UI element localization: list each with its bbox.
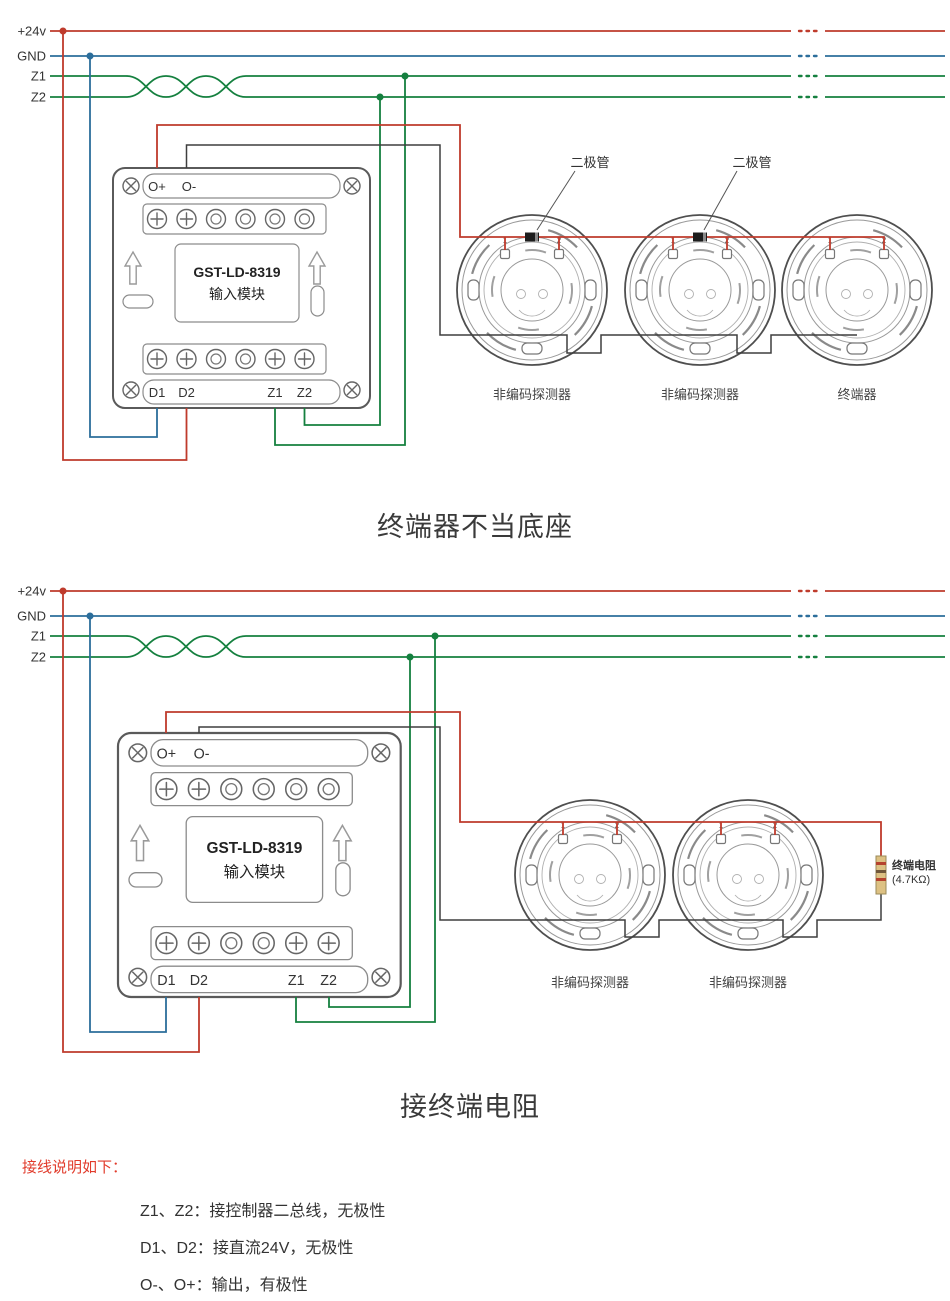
wire-gnd-to-d1: [89, 56, 158, 438]
bus-label-gnd: GND: [17, 609, 46, 624]
detector-label: 非编码探测器: [661, 387, 739, 402]
notes-heading: 接线说明如下：: [22, 1159, 127, 1176]
detector-label: 非编码探测器: [551, 975, 629, 990]
bus-line-z2-twisted: [50, 635, 945, 658]
bus-label-z2: Z2: [31, 650, 46, 665]
resistor-value-label: (4.7KΩ): [892, 874, 930, 886]
input-module-1: [113, 168, 370, 408]
junction-dot: [401, 72, 409, 80]
wire-output-plus-loop: [165, 711, 882, 856]
wire-detector-stubs: [562, 822, 776, 835]
junction-dot: [59, 587, 67, 595]
wire-output-minus-loop: [198, 726, 882, 938]
resistor-band: [876, 862, 886, 865]
wire-output-minus-loop: [185, 144, 857, 354]
wire-z1-to-module: [295, 636, 436, 1023]
bus-label-z1: Z1: [31, 69, 46, 84]
junction-dot: [431, 632, 439, 640]
junction-dot: [376, 93, 384, 101]
wire-24v-to-d2: [62, 591, 200, 1053]
diagram-terminal-resistor: +24v GND Z1 Z2: [17, 584, 945, 1122]
diode-callout-line: [703, 170, 738, 231]
junction-dot: [86, 612, 94, 620]
junction-dot: [406, 653, 414, 661]
diagram2-caption: 接终端电阻: [400, 1092, 540, 1122]
wire-z1-to-module: [274, 76, 406, 446]
diode-2: [693, 232, 707, 242]
input-module-2: [118, 733, 401, 997]
resistor-name-label: 终端电阻: [892, 858, 936, 872]
terminal-resistor: 终端电阻 (4.7KΩ): [875, 855, 936, 895]
junction-dot: [86, 52, 94, 60]
bus-label-z1: Z1: [31, 629, 46, 644]
wire-gnd-to-d1: [89, 616, 167, 1033]
resistor-body: [875, 855, 887, 895]
bus-line-z1-twisted: [50, 635, 945, 658]
wire-output-plus-loop: [156, 124, 885, 250]
bus-line-z2-twisted: [50, 75, 945, 98]
bus-label-24v: +24v: [17, 24, 46, 39]
diagram1-caption: 终端器不当底座: [377, 512, 573, 542]
wiring-notes: 接线说明如下： Z1、Z2：接控制器二总线，无极性 D1、D2：接直流24V，无…: [22, 1159, 385, 1294]
diagram-terminal-not-base: +24v GND Z1 Z2: [17, 24, 945, 542]
detector-label: 终端器: [837, 387, 876, 402]
wire-z2-to-module: [328, 657, 411, 1008]
diode-label-1: 二极管: [570, 155, 609, 170]
diode-1: [525, 232, 539, 242]
wire-z2-to-module: [303, 97, 381, 426]
bus-label-z2: Z2: [31, 90, 46, 105]
detector-label: 非编码探测器: [709, 975, 787, 990]
note-item-o: O-、O+：输出，有极性: [140, 1276, 308, 1294]
junction-dot: [59, 27, 67, 35]
wire-24v-to-d2: [62, 31, 188, 461]
detector-label: 非编码探测器: [493, 387, 571, 402]
resistor-band: [876, 878, 886, 881]
bus-line-z1-twisted: [50, 75, 945, 98]
wire-detector-stubs: [504, 237, 831, 250]
note-item-d: D1、D2：接直流24V，无极性: [140, 1239, 353, 1257]
bus-label-24v: +24v: [17, 584, 46, 599]
resistor-band: [876, 870, 886, 873]
note-item-z: Z1、Z2：接控制器二总线，无极性: [140, 1202, 385, 1220]
bus-label-gnd: GND: [17, 49, 46, 64]
diode-label-2: 二极管: [732, 155, 771, 170]
diode-callout-line: [536, 170, 576, 231]
